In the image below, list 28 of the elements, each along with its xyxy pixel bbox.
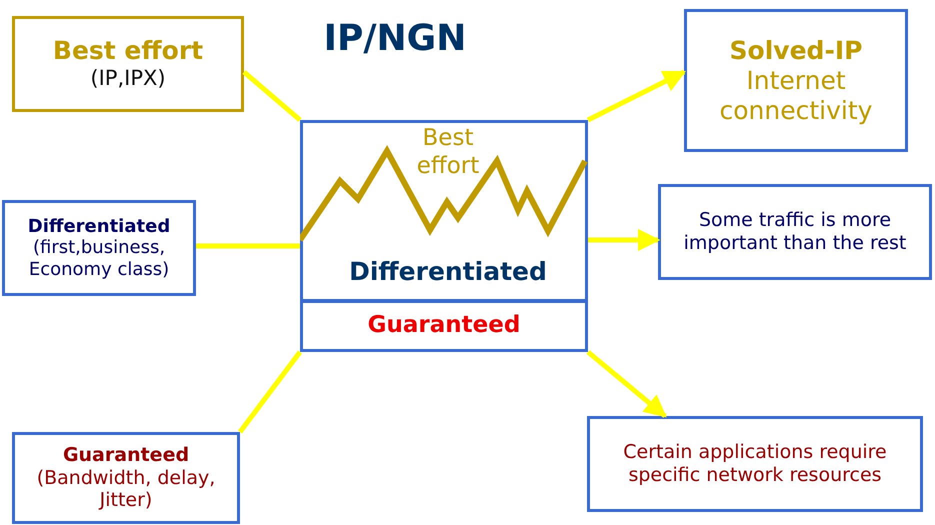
- arrow: [586, 70, 686, 122]
- arrow: [586, 350, 667, 418]
- box-text: Certain applications require specific network resources: [622, 441, 888, 487]
- box-text: Some traffic is more important than the rest: [682, 209, 908, 255]
- box-heading: Best effort: [52, 36, 204, 66]
- result-box: [587, 416, 923, 512]
- box-heading: Best effort: [416, 125, 480, 180]
- result-box: [658, 184, 932, 280]
- box-text: (Bandwidth, delay, Jitter): [36, 466, 216, 512]
- arrow: [588, 228, 660, 252]
- category-box: [12, 432, 240, 524]
- box-text: Internet connectivity: [718, 66, 874, 126]
- category-box: [2, 200, 196, 296]
- box-heading: Solved-IP: [730, 36, 862, 66]
- box-text: (first,business, Economy class): [28, 237, 170, 280]
- diagram-title: IP/NGN: [322, 18, 468, 59]
- category-box: [12, 16, 244, 112]
- service-box: [300, 300, 588, 352]
- result-box: [684, 9, 908, 152]
- box-text: Differentiated: [348, 257, 548, 287]
- connector-line: [238, 350, 302, 434]
- connector-line: [196, 244, 300, 248]
- box-heading: Guaranteed: [62, 444, 190, 467]
- box-text: (IP,IPX): [90, 66, 166, 92]
- service-box: [300, 120, 588, 302]
- box-heading: Differentiated: [28, 216, 170, 238]
- connector-line: [242, 70, 302, 122]
- box-text: Guaranteed: [368, 312, 520, 340]
